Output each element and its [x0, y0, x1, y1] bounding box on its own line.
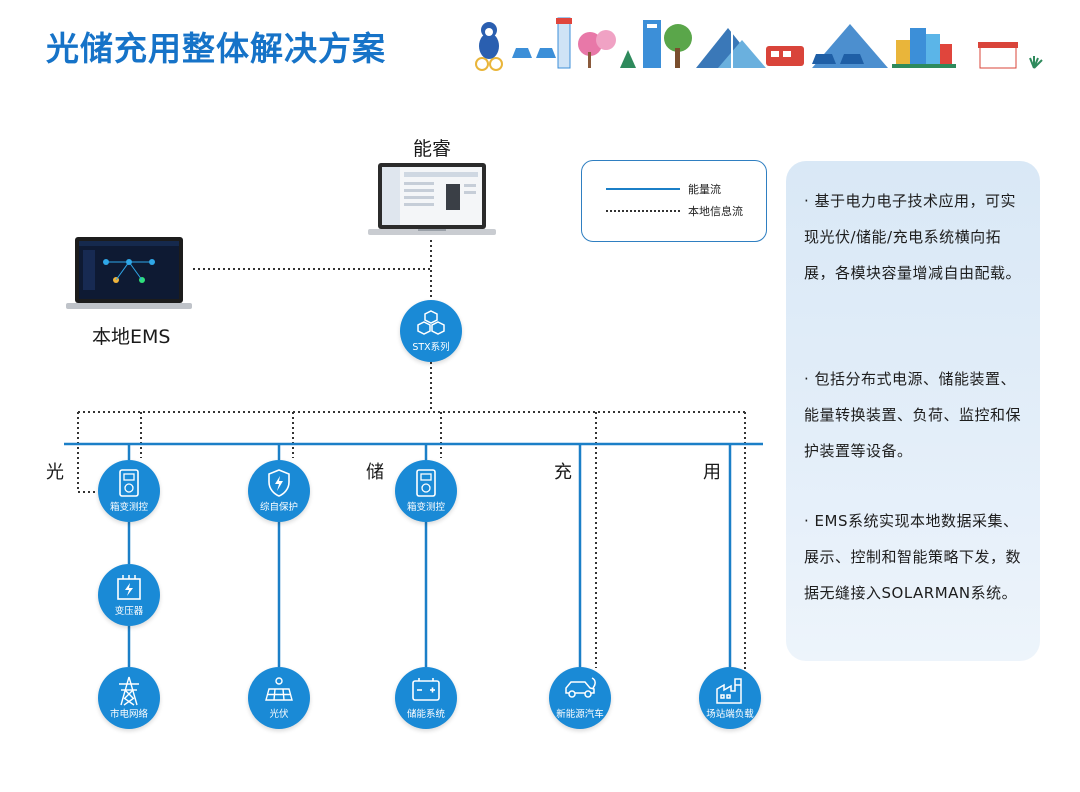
stx-hub-label: STX系列: [412, 342, 450, 353]
site-load-label: 场站端负载: [706, 709, 754, 720]
site-load-node: 场站端负载: [699, 667, 761, 729]
shield-bolt-icon: [268, 469, 290, 497]
energy-flow-legend-swatch: [606, 188, 680, 190]
cloud-platform-label: 能睿: [413, 138, 452, 160]
page-title: 光储充用整体解决方案: [46, 29, 386, 68]
stx-hub-node: STX系列: [400, 300, 462, 362]
local-ems-label: 本地EMS: [92, 326, 171, 348]
storage-label: 储能系统: [406, 709, 445, 720]
storage-node: 储能系统: [395, 667, 457, 729]
legend: 能量流 本地信息流: [581, 160, 767, 242]
info-flow-legend-swatch: [606, 210, 680, 212]
pv-label: 光伏: [269, 709, 289, 720]
battery-icon: [412, 678, 440, 701]
pv-node: 光伏: [248, 667, 310, 729]
info-flow-legend-label: 本地信息流: [688, 205, 743, 218]
transformer-label: 变压器: [114, 606, 144, 617]
section-label-load: 用: [703, 462, 721, 483]
section-label-charging: 充: [554, 462, 572, 483]
grid-node: 市电网络: [98, 667, 160, 729]
box-transformer-monitor-label-1: 箱变测控: [109, 502, 148, 513]
modules-icon: [417, 310, 445, 335]
power-tower-icon: [119, 676, 139, 706]
local-ems-laptop-icon: [66, 237, 192, 309]
ev-label: 新能源汽车: [556, 709, 604, 720]
electric-car-icon: [565, 677, 596, 698]
meter-icon: [119, 469, 139, 497]
info-panel: · 基于电力电子技术应用，可实现光伏/储能/充电系统横向拓展，各模块容量增减自由…: [786, 161, 1040, 661]
solar-panel-icon: [265, 677, 293, 701]
transformer-icon: [117, 575, 141, 600]
box-transformer-monitor-label-2: 箱变测控: [406, 502, 445, 513]
protection-label: 综自保护: [259, 502, 298, 513]
section-label-pv: 光: [46, 462, 64, 483]
grid-label: 市电网络: [109, 709, 148, 720]
box-transformer-monitor-node-2: 箱变测控: [395, 460, 457, 522]
section-label-storage: 储: [366, 462, 384, 483]
ev-node: 新能源汽车: [549, 667, 611, 729]
box-transformer-monitor-node-1: 箱变测控: [98, 460, 160, 522]
city-energy-banner-illustration: [475, 15, 1043, 71]
meter-icon: [416, 469, 436, 497]
protection-node: 综自保护: [248, 460, 310, 522]
info-paragraph-1: · 基于电力电子技术应用，可实现光伏/储能/充电系统横向拓展，各模块容量增减自由…: [804, 192, 1022, 282]
transformer-node: 变压器: [98, 564, 160, 626]
factory-icon: [716, 678, 742, 704]
info-paragraph-2: · 包括分布式电源、储能装置、能量转换装置、负荷、监控和保护装置等设备。: [804, 370, 1022, 460]
info-paragraph-3: · EMS系统实现本地数据采集、展示、控制和智能策略下发，数据无缝接入SOLAR…: [804, 512, 1022, 602]
energy-flow-legend-label: 能量流: [688, 183, 721, 196]
cloud-platform-laptop-icon: [368, 163, 496, 235]
